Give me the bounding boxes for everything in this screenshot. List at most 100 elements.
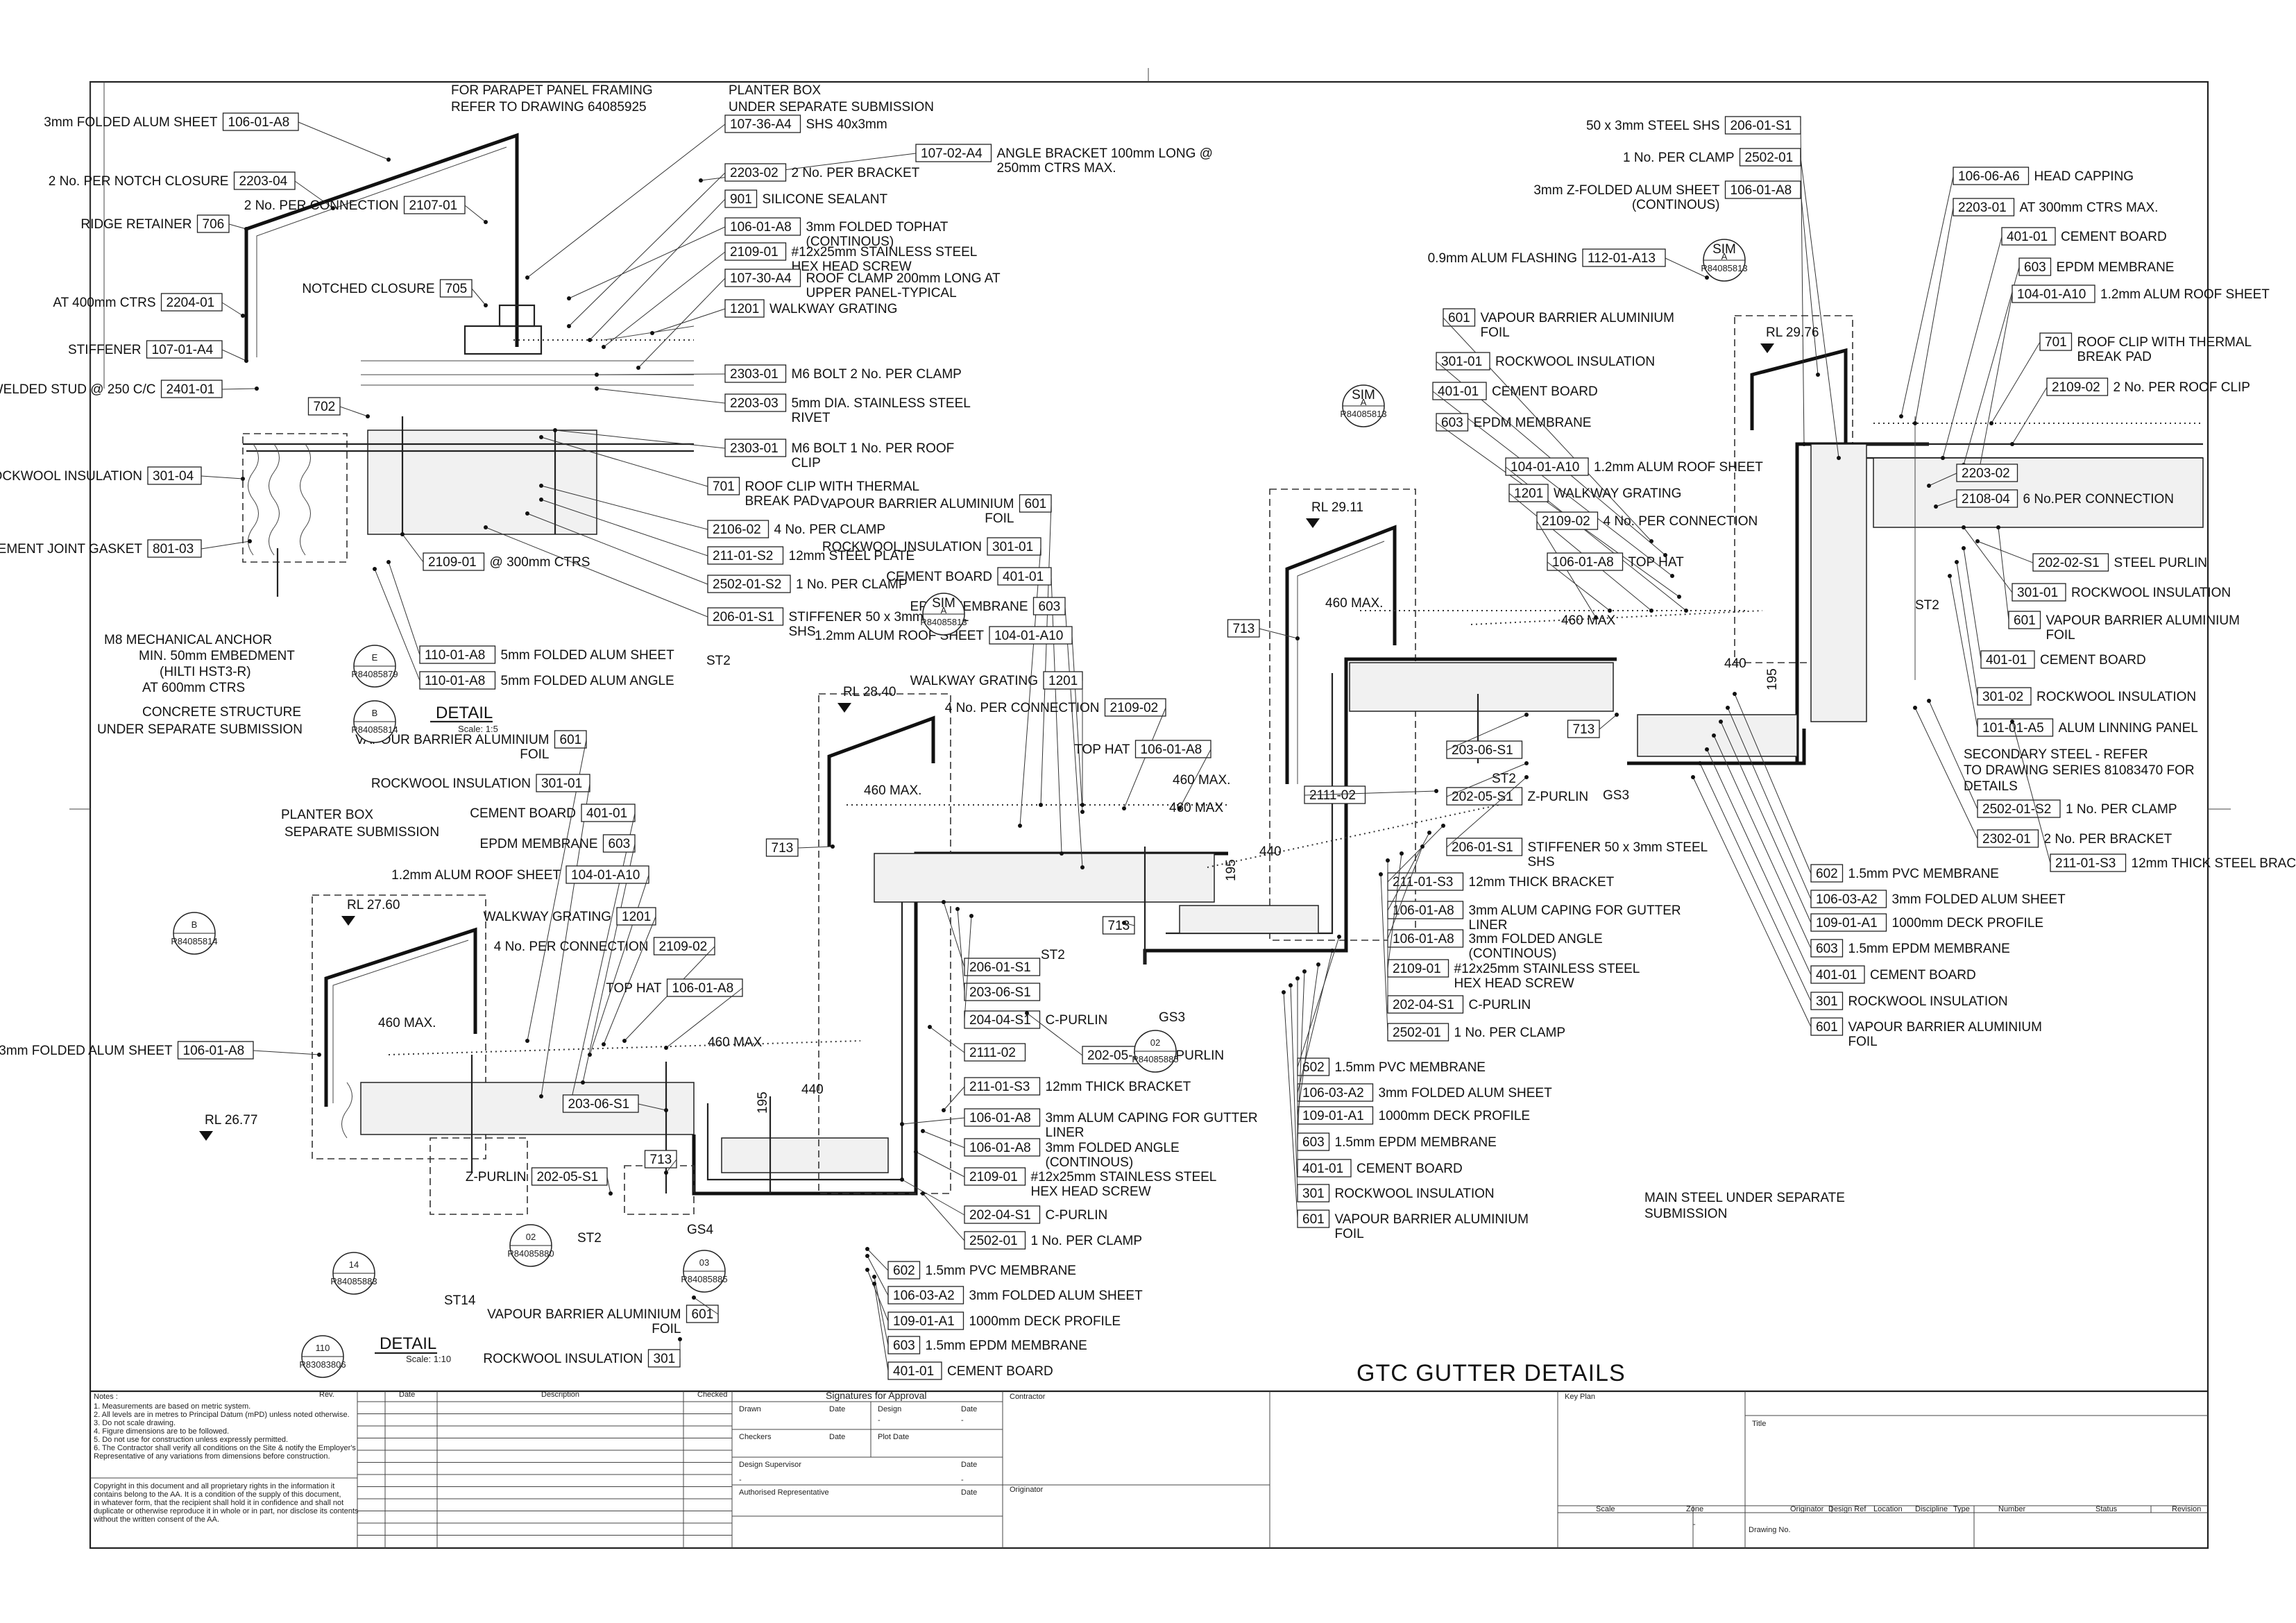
dimension: 440: [1259, 844, 1282, 859]
tag-code: 206-01-S1: [1730, 119, 1792, 133]
leader-dot: [1420, 844, 1425, 849]
tag-description: NOTCHED CLOSURE: [302, 282, 434, 296]
leader-dot: [386, 158, 391, 162]
annotation-text: ST2: [1041, 948, 1065, 962]
tag-description: 3mm FOLDED ALUM SHEET: [0, 1044, 173, 1058]
leader-dot: [553, 428, 557, 432]
leader-line: [298, 121, 389, 160]
tag-description: 1.5mm PVC MEMBRANE: [1848, 867, 1999, 881]
leader-dot: [609, 1191, 613, 1196]
tag-code: 603: [1816, 942, 1838, 956]
tag-description: 1.2mm ALUM ROOF SHEET: [1594, 460, 1763, 475]
leader-line: [1259, 628, 1298, 639]
tag-code: 2109-01: [428, 555, 477, 570]
tag-code: 106-01-A8: [228, 115, 290, 130]
section-number: 14: [349, 1259, 359, 1270]
tag-box: [987, 537, 1041, 556]
leader-dot: [664, 1108, 668, 1112]
tag-box: [887, 1286, 964, 1305]
section-letter: SIM: [932, 596, 955, 611]
section-sheet: R84085813: [920, 617, 967, 627]
tag-code: 705: [445, 282, 468, 296]
leader-line: [874, 1276, 889, 1346]
tag-box: [1953, 167, 2030, 185]
tag-description: WALKWAY GRATING: [910, 674, 1038, 688]
tag-box: [222, 112, 299, 131]
leader-line: [915, 1151, 965, 1178]
leader-dot: [1337, 935, 1341, 939]
tag-description: CEMENT BOARD: [470, 806, 576, 821]
leader-dot: [386, 560, 391, 564]
tb-contractor: Contractor: [1010, 1393, 1046, 1401]
callout-tag: 2107-012 No. PER CONNECTION: [244, 196, 488, 224]
tag-description: 1 No. PER CLAMP: [1031, 1234, 1143, 1248]
leader-line: [1914, 707, 1978, 840]
dimension: 460 MAX.: [1173, 773, 1230, 788]
leader-dot: [1524, 713, 1529, 717]
leader-dot: [636, 366, 640, 370]
tag-box: [419, 671, 496, 690]
leader-line: [221, 302, 244, 316]
tb-checked-header: Checked: [697, 1391, 727, 1399]
tag-description: VAPOUR BARRIER ALUMINIUM: [820, 497, 1014, 511]
tag-description: 250mm CTRS MAX.: [997, 161, 1116, 176]
tag-code: 106-03-A2: [1302, 1086, 1364, 1101]
tag-box: [1297, 1132, 1330, 1151]
section-number: B: [372, 708, 378, 718]
leader-dot: [1733, 692, 1737, 696]
tag-description: ROOF CLAMP 200mm LONG AT: [806, 271, 1001, 286]
leader-line: [1956, 561, 1978, 697]
tag-description: FOIL: [1335, 1227, 1364, 1241]
tag-box: [1102, 916, 1135, 935]
leader-dot: [1816, 373, 1820, 377]
section-letter: SIM: [1712, 242, 1736, 257]
tag-code: 106-01-A8: [183, 1044, 245, 1058]
leader-line: [527, 124, 726, 278]
leader-dot: [1608, 609, 1612, 613]
leader-line: [221, 349, 247, 362]
dimension: 460 MAX.: [378, 1016, 436, 1030]
tag-code: 1201: [730, 302, 759, 316]
leader-line: [1977, 294, 2013, 479]
level-arrow: [1306, 518, 1320, 528]
tag-box: [233, 171, 296, 190]
tag-code: 702: [314, 400, 336, 414]
leader-dot: [484, 220, 488, 224]
callout-tag: 713: [1227, 619, 1300, 640]
tb-revision: Revision: [2172, 1505, 2201, 1513]
leader-line: [2012, 721, 2051, 864]
tag-box: [686, 1305, 719, 1323]
leader-dot: [1177, 806, 1182, 810]
tag-description: 2 No. PER BRACKET: [792, 166, 920, 180]
tb-date-header: Date: [399, 1391, 415, 1399]
tag-code: 901: [730, 192, 752, 207]
tag-box: [964, 1205, 1041, 1224]
tag-code: 2109-02: [1110, 701, 1159, 715]
tag-code: 202-04-S1: [969, 1208, 1031, 1223]
tb-checkers: Checkers: [739, 1433, 772, 1441]
tag-code: 202-05-S1: [1087, 1048, 1149, 1063]
tag-description: RIDGE RETAINER: [80, 217, 192, 232]
tag-box: [765, 838, 799, 857]
tag-code: 211-01-S3: [1393, 875, 1453, 890]
tag-code: 401-01: [1302, 1162, 1343, 1176]
tag-box: [2012, 284, 2095, 303]
leader-line: [2012, 386, 2048, 445]
callout-tag: 702: [307, 397, 370, 418]
